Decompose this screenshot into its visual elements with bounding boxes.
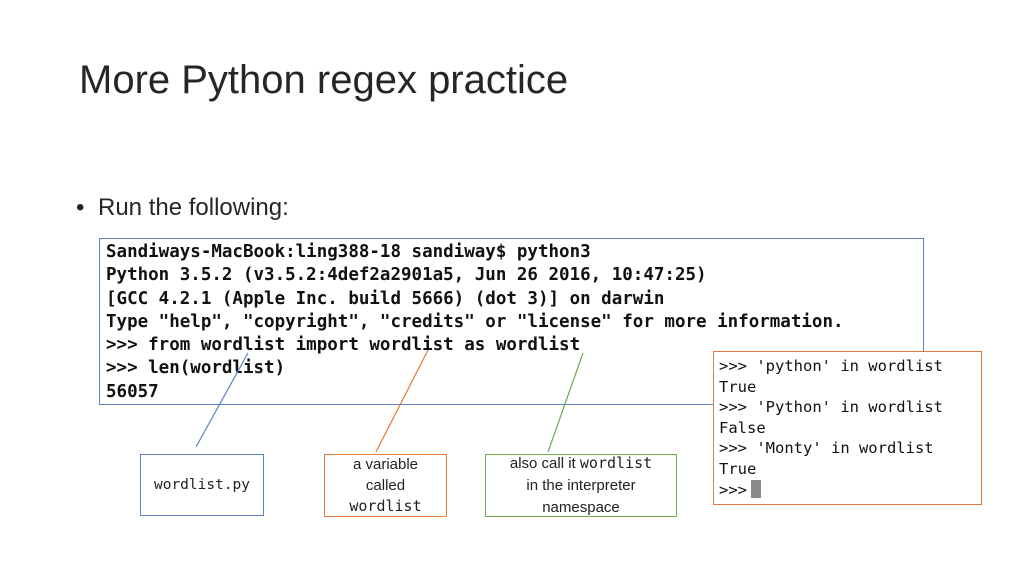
callout-variable: a variable called wordlist [324,454,447,517]
callout-namespace-line2: in the interpreter [526,477,636,494]
cursor-icon [751,479,761,498]
terminal-line: >>> 'Monty' in wordlist [719,439,934,458]
callout-namespace-line1: also call it wordlist [510,452,652,475]
callout-namespace-prefix: also call it [509,455,580,472]
slide-title: More Python regex practice [79,58,569,102]
bullet-item: • Run the following: [76,194,289,222]
callout-variable-line2: called [365,477,406,494]
terminal-line: >>> 'Python' in wordlist [719,398,943,417]
terminal-line: True [719,377,757,396]
callout-module-file-text: wordlist.py [153,477,251,493]
callout-namespace-code: wordlist [579,454,653,472]
bullet-text: Run the following: [98,194,289,221]
terminal-line: True [719,459,757,478]
terminal-line: 56057 [106,381,159,402]
bullet-dot-icon: • [76,194,85,221]
callout-module-file: wordlist.py [140,454,264,516]
callout-variable-code: wordlist [349,497,422,515]
terminal-line: [GCC 4.2.1 (Apple Inc. build 5666) (dot … [106,288,665,309]
terminal-line: Sandiways-MacBook:ling388-18 sandiway$ p… [106,242,591,262]
terminal-side-screenshot: >>> 'python' in wordlist True >>> 'Pytho… [713,351,982,505]
callout-namespace: also call it wordlist in the interpreter… [485,454,677,517]
terminal-line: Python 3.5.2 (v3.5.2:4def2a2901a5, Jun 2… [106,265,707,286]
callout-namespace-line3: namespace [542,499,620,516]
terminal-line: >>> 'python' in wordlist [719,357,943,375]
terminal-prompt-line: >>> [719,479,981,501]
callout-variable-line1: a variable [352,456,419,473]
terminal-line: False [719,418,766,437]
terminal-line: Type "help", "copyright", "credits" or "… [106,311,844,332]
terminal-prompt: >>> [719,480,747,499]
